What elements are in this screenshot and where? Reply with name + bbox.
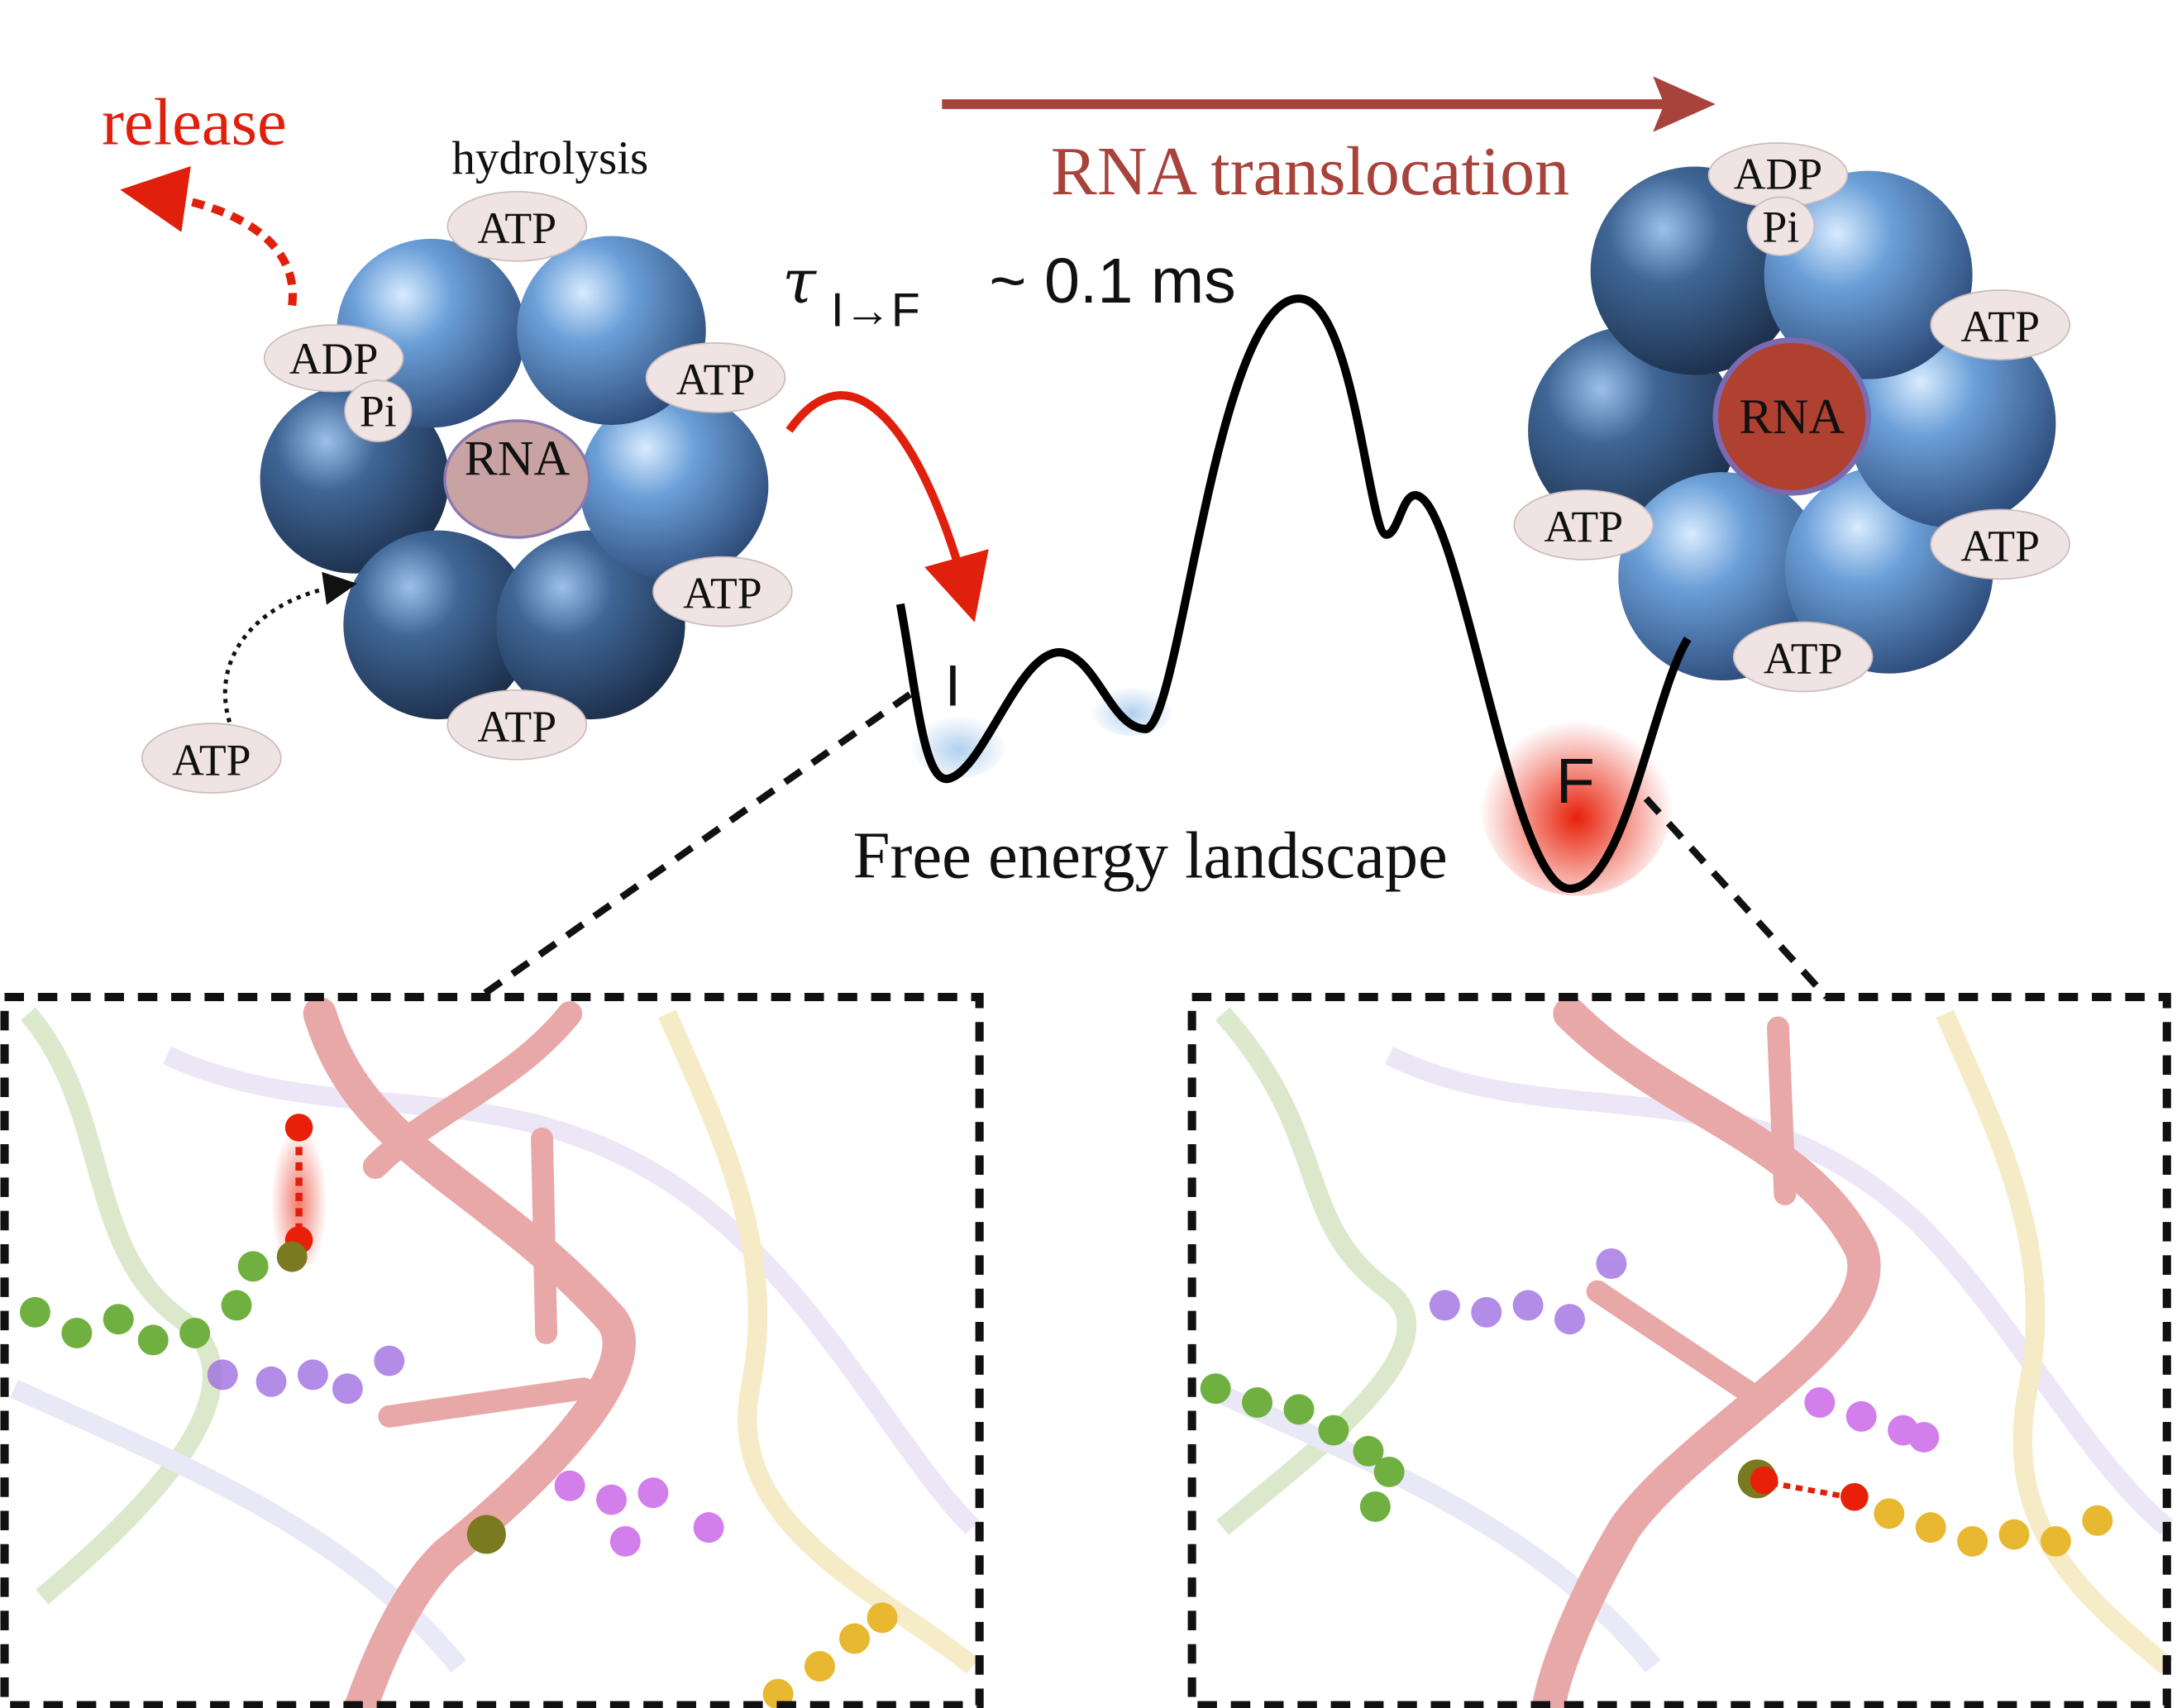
landscape-title: Free energy landscape xyxy=(853,819,1448,893)
state-i-label: I xyxy=(945,652,962,718)
svg-text:Pi: Pi xyxy=(360,387,397,437)
svg-text:ATP: ATP xyxy=(1960,302,2040,351)
left-label-atp-lower-right: ATP xyxy=(652,556,793,627)
svg-text:ATP: ATP xyxy=(683,569,762,618)
right-rna-core xyxy=(1712,337,1871,496)
left-label-atp-bottom: ATP xyxy=(446,689,588,761)
final-state-glow xyxy=(1479,701,1674,896)
right-label-atp-left: ATP xyxy=(1513,489,1654,561)
right-label-pi: Pi xyxy=(1746,196,1815,256)
left-hexamer: RNA ATP ATP ATP ATP ADP Pi xyxy=(260,190,793,761)
svg-text:ATP: ATP xyxy=(478,203,557,253)
right-rna-label: RNA xyxy=(1739,389,1845,445)
tau-label: τ I→F ~ 0.1 ms xyxy=(782,246,1236,337)
state-f-label: F xyxy=(1556,746,1595,817)
incoming-atp-label: ATP xyxy=(141,723,282,794)
right-label-atp-lower-right: ATP xyxy=(1930,508,2071,580)
final-zoom-box xyxy=(1187,992,2171,1708)
tau-subscript: I→F xyxy=(831,284,920,337)
final-structure-panel xyxy=(1200,997,2174,1708)
left-label-adp: ADP xyxy=(263,324,404,393)
svg-text:ATP: ATP xyxy=(1960,522,2040,571)
right-label-adp: ADP xyxy=(1707,142,1849,208)
right-label-atp-right: ATP xyxy=(1930,289,2071,360)
left-label-atp-right: ATP xyxy=(645,342,786,413)
hydrolysis-label: hydrolysis xyxy=(451,132,648,184)
svg-text:Pi: Pi xyxy=(1762,202,1799,251)
svg-text:ATP: ATP xyxy=(172,735,251,785)
left-label-pi: Pi xyxy=(344,379,413,442)
tau-value: ~ 0.1 ms xyxy=(989,246,1235,317)
zoom-line-right xyxy=(1643,795,1830,1000)
atp-binding-arrow xyxy=(222,571,357,723)
translocation-arrowhead-icon xyxy=(1653,76,1716,132)
intermediate-zoom-box xyxy=(0,992,984,1708)
svg-text:ATP: ATP xyxy=(1544,502,1624,551)
right-hexamer: RNA ADP Pi ATP ATP ATP ATP xyxy=(1513,142,2071,693)
release-arrow xyxy=(120,165,298,307)
svg-text:ADP: ADP xyxy=(289,334,378,384)
release-label: release xyxy=(102,86,287,160)
left-label-atp-top: ATP xyxy=(446,190,588,262)
energy-curve xyxy=(895,294,1692,894)
left-rna-label: RNA xyxy=(464,431,570,486)
svg-text:ATP: ATP xyxy=(1764,634,1843,684)
zoom-line-left xyxy=(477,691,913,1000)
tau-symbol: τ xyxy=(782,246,817,317)
left-rna-core xyxy=(443,419,591,539)
translocation-label: RNA translocation xyxy=(1051,133,1569,210)
right-label-atp-bottom: ATP xyxy=(1732,621,1874,693)
svg-text:ATP: ATP xyxy=(478,702,557,751)
transition-arrow xyxy=(785,391,989,623)
svg-text:ADP: ADP xyxy=(1734,149,1823,198)
intermediate-structure-panel xyxy=(10,997,980,1708)
svg-text:ATP: ATP xyxy=(676,355,756,404)
